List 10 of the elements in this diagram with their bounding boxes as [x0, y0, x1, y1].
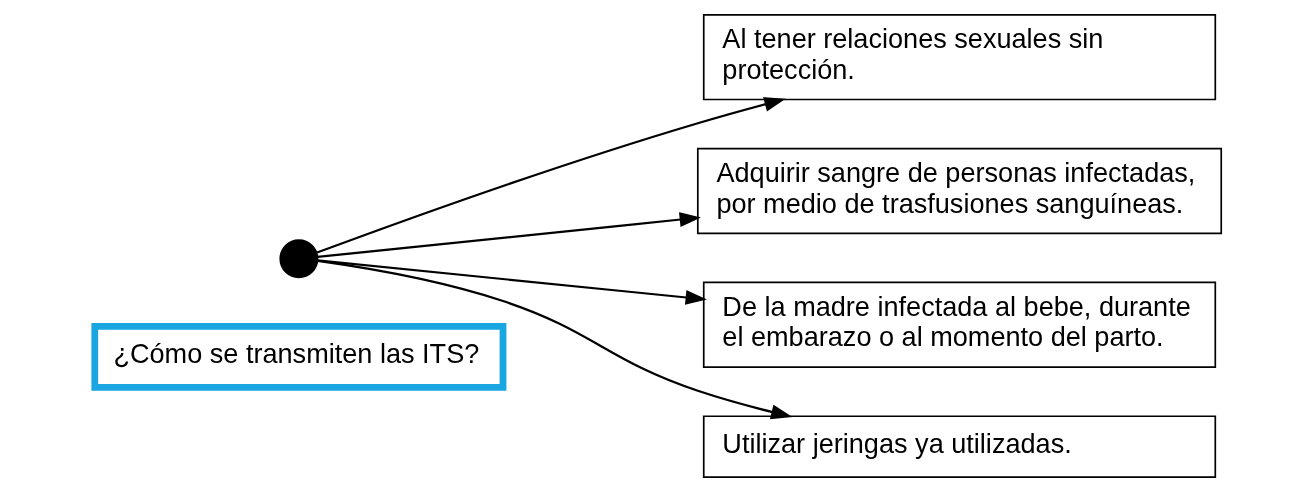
arrow	[317, 259, 792, 420]
node-box: ¿Cómo se transmiten las ITS?	[90, 323, 506, 391]
node-box: Adquirir sangre de personas infectadas, por medio de trasfusiones sanguíneas.	[696, 147, 1222, 235]
arrow	[316, 259, 707, 305]
node-box: Al tener relaciones sexuales sin protección.	[702, 13, 1216, 101]
node-box: De la madre infectada al bebe, durante el embarazo o al momento del parto.	[702, 281, 1216, 368]
arrow	[316, 97, 786, 254]
node-circle	[278, 239, 318, 279]
node-box: Utilizar jeringas ya utilizadas.	[702, 415, 1216, 479]
arrow	[316, 212, 701, 259]
